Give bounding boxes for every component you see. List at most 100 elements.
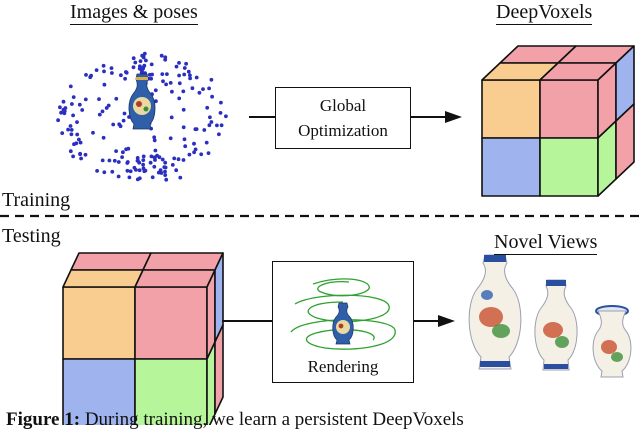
camera-trajectory-icon [290, 278, 396, 350]
pose-point [68, 124, 73, 128]
pose-point [70, 102, 74, 106]
pose-point [116, 160, 121, 164]
pose-point [194, 75, 199, 80]
pose-point [126, 146, 131, 151]
cube-front-cell [62, 358, 136, 425]
pose-point [137, 176, 142, 181]
top-arrow-head [445, 111, 462, 123]
pose-point [193, 147, 198, 152]
cube-front-cell [62, 286, 136, 360]
pose-point [177, 61, 181, 65]
pose-point [77, 137, 81, 142]
vase-icon [534, 279, 578, 371]
pose-point [139, 70, 144, 75]
pose-point [174, 64, 179, 69]
pose-point [135, 156, 140, 160]
pose-point [91, 130, 95, 135]
pose-point [149, 62, 154, 67]
pose-point [207, 86, 212, 91]
pose-point [100, 109, 105, 114]
pose-point [128, 169, 133, 174]
pose-point [141, 158, 146, 163]
pose-point [149, 76, 154, 81]
pose-point [111, 122, 116, 127]
pose-point [121, 118, 126, 123]
pose-point [153, 88, 158, 93]
pose-point [125, 168, 130, 173]
pose-point [209, 77, 214, 82]
pose-point [66, 127, 70, 132]
pose-point [150, 175, 155, 180]
pose-point [154, 99, 158, 104]
voxel-cube-icon [481, 45, 635, 197]
pose-point [163, 173, 168, 178]
pose-point [114, 149, 118, 154]
rendering-label: Rendering [307, 357, 379, 376]
pose-point [169, 115, 174, 120]
pose-point [71, 113, 75, 118]
pose-point [134, 168, 138, 172]
pose-point [208, 115, 212, 120]
pose-point [207, 123, 212, 128]
pose-point [157, 155, 162, 160]
pose-point [71, 154, 75, 159]
pose-point [114, 96, 119, 101]
pose-point [210, 94, 215, 99]
pose-point [110, 71, 114, 75]
pose-point [148, 160, 153, 165]
pose-point [131, 65, 136, 70]
caption-prefix: Figure 1: [6, 409, 81, 430]
pose-point [84, 73, 88, 77]
cube-side-cell [214, 324, 224, 415]
pose-point [138, 64, 142, 69]
pose-point [152, 135, 157, 140]
pose-point [174, 168, 179, 173]
pose-point [219, 123, 224, 128]
pose-point [69, 127, 74, 132]
pose-point [170, 163, 175, 167]
pose-point [172, 156, 177, 161]
pose-point [156, 170, 161, 175]
pose-point [181, 125, 186, 130]
pose-point [79, 156, 83, 161]
pose-point [202, 128, 207, 132]
global-optimization-box: Global Optimization [275, 87, 411, 149]
pose-point [116, 174, 121, 179]
pose-point [193, 127, 198, 132]
pose-point [62, 109, 67, 113]
pose-point [107, 158, 112, 163]
pose-point [170, 89, 174, 94]
images-poses-label: Images & poses [70, 1, 198, 25]
pose-point [94, 68, 99, 72]
pose-point [83, 97, 88, 102]
vase-icon [468, 254, 522, 370]
pose-point [78, 140, 83, 145]
pose-point [102, 69, 106, 74]
pose-point [138, 59, 143, 63]
pose-point [61, 99, 66, 104]
pose-point [165, 72, 169, 76]
pose-point [204, 140, 209, 145]
pose-point [56, 118, 60, 123]
cube-top-cell [142, 252, 224, 271]
cube-top-cell [62, 269, 144, 288]
pose-point [122, 111, 127, 116]
pose-point [181, 107, 186, 112]
pose-point [199, 152, 204, 157]
pose-point [152, 164, 157, 169]
pose-point [159, 53, 164, 58]
pose-point [192, 141, 196, 146]
pose-point [83, 152, 88, 157]
pose-point [80, 108, 85, 112]
pose-point [188, 76, 193, 81]
bottom-arrow-head [438, 315, 455, 327]
pose-point [112, 158, 117, 163]
pose-point [197, 90, 202, 95]
cube-front-cell [481, 137, 541, 197]
pose-point [152, 138, 157, 143]
training-label: Training [2, 189, 71, 211]
pose-point [125, 161, 130, 165]
cube-front-cell [134, 358, 208, 425]
pose-point [101, 63, 106, 68]
pose-point [160, 72, 165, 76]
